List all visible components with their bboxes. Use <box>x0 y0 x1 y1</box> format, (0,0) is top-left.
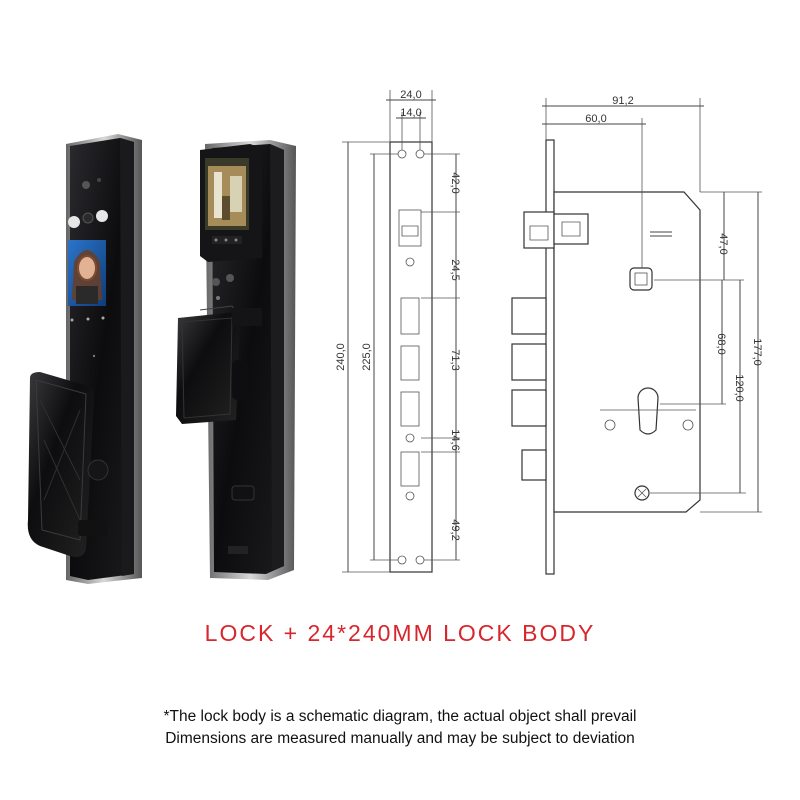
body-faceplate <box>545 139 555 575</box>
product-caption: LOCK + 24*240MM LOCK BODY <box>204 620 596 646</box>
spindle-hub <box>629 267 653 291</box>
front-door-handle <box>27 372 95 557</box>
dim-width-total: 24,0 <box>400 89 421 101</box>
dim-top-to-spindle: 47,0 <box>717 233 729 254</box>
disclaimer-notes: *The lock body is a schematic diagram, t… <box>0 706 800 750</box>
dim-total-length: 240,0 <box>335 343 347 371</box>
disclaimer-line-1: *The lock body is a schematic diagram, t… <box>163 708 637 725</box>
thumb-turn-handle <box>176 312 240 424</box>
dim-bolt-span: 71,3 <box>449 349 461 370</box>
disclaimer-line-2: Dimensions are measured manually and may… <box>165 730 635 747</box>
dim-inner-length: 225,0 <box>361 343 373 371</box>
dim-hole-to-bottom: 49,2 <box>449 519 461 540</box>
cylinder-hole <box>637 387 659 435</box>
lock-body-schematic: 91,2 60,0 47,0 68,0 120,0 177,0 <box>511 95 763 575</box>
smart-lock-photos <box>27 134 296 584</box>
dim-spindle-to-cylinder: 68,0 <box>715 333 727 354</box>
lock-case <box>553 191 701 513</box>
faceplate-schematic: 240,0 225,0 24,0 14,0 42,0 24,5 71,3 14,… <box>335 89 461 573</box>
dim-body-height: 177,0 <box>751 338 763 366</box>
dim-top-to-latch: 42,0 <box>449 172 461 193</box>
camera-icon <box>82 181 90 189</box>
dim-cylinder-span: 120,0 <box>733 374 745 402</box>
dim-overall-depth: 91,2 <box>612 95 633 107</box>
dim-latch-to-bolt: 24,5 <box>449 259 461 280</box>
dim-bolt-to-hole: 14,6 <box>449 429 461 450</box>
dim-width-hole: 14,0 <box>400 107 421 119</box>
rear-lock-panel <box>176 140 296 580</box>
dim-backset: 60,0 <box>585 113 606 125</box>
front-lock-panel <box>27 134 142 584</box>
faceplate-outline <box>389 141 433 573</box>
